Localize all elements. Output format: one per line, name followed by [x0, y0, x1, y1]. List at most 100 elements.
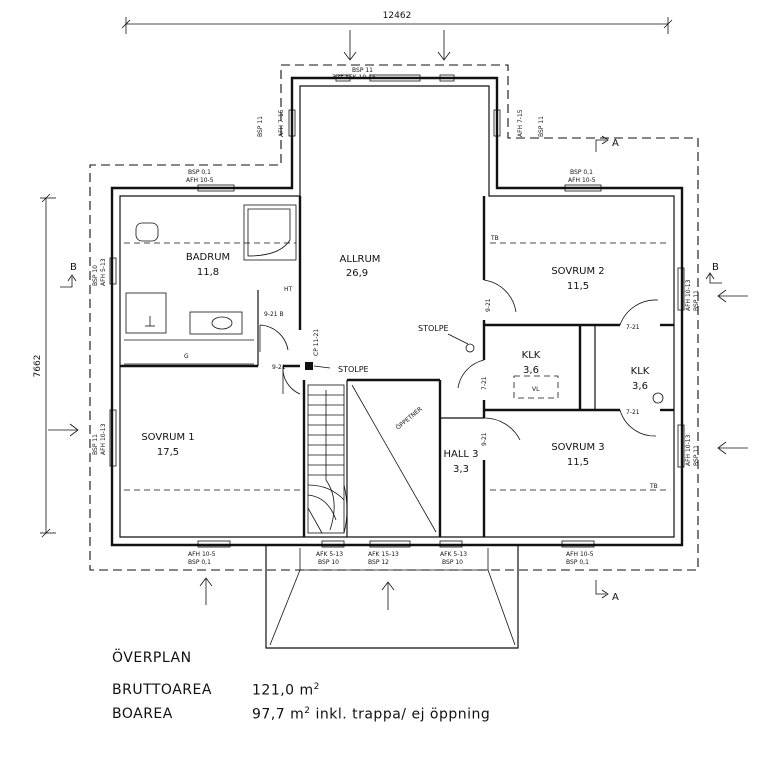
direction-arrows — [48, 30, 748, 610]
svg-text:AFH 10-5: AFH 10-5 — [186, 177, 214, 184]
klk-fixture — [513, 375, 664, 404]
svg-text:HT: HT — [284, 286, 293, 293]
annotations: BSP 11 3 st AFK 10-15 AFH 7-15 BSP 11 AF… — [92, 67, 700, 566]
roof-outline — [89, 64, 699, 571]
room-klk-1: KLK 3,6 — [522, 350, 541, 376]
svg-text:17,5: 17,5 — [157, 447, 179, 458]
svg-text:BSP 0,1: BSP 0,1 — [566, 559, 589, 566]
svg-text:11,8: 11,8 — [197, 267, 219, 278]
room-allrum: ALLRUM 26,9 — [340, 254, 381, 279]
living-area-value: 97,7 m2 inkl. trappa/ ej öppning — [252, 706, 491, 723]
svg-text:A: A — [612, 592, 619, 603]
bathroom-fixtures — [124, 204, 297, 365]
stolpe-column-1 — [305, 362, 313, 370]
windows — [109, 74, 685, 548]
svg-text:ÖPPETNER: ÖPPETNER — [395, 406, 424, 432]
svg-text:BSP 10: BSP 10 — [442, 559, 463, 566]
svg-text:BSP 11: BSP 11 — [693, 290, 700, 311]
svg-text:B: B — [712, 262, 719, 273]
svg-text:AFH 10-13: AFH 10-13 — [685, 434, 692, 466]
svg-text:7-21: 7-21 — [626, 324, 640, 331]
svg-text:3,6: 3,6 — [632, 381, 648, 392]
room-hall: HALL 3 3,3 — [443, 449, 478, 475]
svg-text:VL: VL — [532, 386, 540, 393]
width-label: 12462 — [383, 11, 412, 21]
svg-text:AFH 10-5: AFH 10-5 — [566, 551, 594, 558]
svg-text:AFK 5-13: AFK 5-13 — [440, 551, 467, 558]
svg-text:BSP 10: BSP 10 — [318, 559, 339, 566]
gross-area-row: BRUTTOAREA 121,0 m2 — [112, 682, 319, 699]
svg-text:AFH 10-5: AFH 10-5 — [568, 177, 596, 184]
gross-area-label: BRUTTOAREA — [112, 682, 212, 698]
svg-text:STOLPE: STOLPE — [338, 365, 369, 374]
svg-text:7-21: 7-21 — [481, 376, 488, 390]
svg-text:BSP 10: BSP 10 — [92, 265, 99, 286]
svg-text:HALL 3: HALL 3 — [443, 449, 478, 460]
svg-text:3,6: 3,6 — [523, 365, 539, 376]
fixture-circle-icon — [652, 392, 664, 404]
svg-text:9-21: 9-21 — [272, 364, 286, 371]
sink-icon — [211, 316, 233, 330]
svg-text:9-21 B: 9-21 B — [264, 311, 284, 318]
svg-text:9-21: 9-21 — [481, 432, 488, 446]
svg-text:BSP 11: BSP 11 — [257, 116, 264, 137]
room-sovrum-1: SOVRUM 1 17,5 — [141, 432, 194, 458]
outer-walls — [110, 76, 684, 547]
svg-text:B: B — [70, 262, 77, 273]
height-label: 7662 — [33, 355, 43, 378]
svg-text:CP 11-21: CP 11-21 — [313, 329, 320, 356]
interior-walls — [120, 196, 674, 537]
svg-text:KLK: KLK — [522, 350, 541, 361]
columns — [305, 343, 475, 370]
svg-text:BADRUM: BADRUM — [186, 252, 230, 263]
gross-area-value: 121,0 m2 — [252, 682, 320, 699]
svg-text:AFH 7-15: AFH 7-15 — [278, 109, 285, 137]
svg-text:BSP 0,1: BSP 0,1 — [188, 559, 211, 566]
svg-text:BSP 11: BSP 11 — [693, 445, 700, 466]
svg-text:9-21: 9-21 — [485, 298, 492, 312]
stairwell-opening — [351, 384, 437, 533]
svg-text:BSP 12: BSP 12 — [368, 559, 389, 566]
room-badrum: BADRUM 11,8 — [186, 252, 230, 278]
sink-counter — [189, 311, 243, 335]
doors — [259, 279, 659, 441]
svg-text:26,9: 26,9 — [346, 268, 368, 279]
section-marker-b-left: B — [60, 262, 77, 288]
svg-text:TB: TB — [649, 483, 658, 490]
dimension-height: 7662 — [33, 193, 56, 538]
svg-text:BSP 11: BSP 11 — [352, 67, 373, 74]
entrance-canopy — [265, 545, 519, 649]
staircase — [307, 384, 348, 534]
svg-text:BSP 11: BSP 11 — [538, 116, 545, 137]
room-klk-2: KLK 3,6 — [631, 366, 650, 392]
svg-text:BSP 0,1: BSP 0,1 — [188, 169, 211, 176]
svg-text:3 st AFK 10-15: 3 st AFK 10-15 — [332, 74, 376, 81]
section-marker-a-top: A — [595, 135, 619, 152]
svg-text:11,5: 11,5 — [567, 457, 589, 468]
svg-text:BSP 11: BSP 11 — [92, 434, 99, 455]
ceiling-lines — [124, 242, 670, 491]
svg-text:AFH 10-13: AFH 10-13 — [100, 423, 107, 455]
svg-text:7-21: 7-21 — [626, 409, 640, 416]
living-area-label: BOAREA — [112, 706, 173, 722]
svg-text:SOVRUM 3: SOVRUM 3 — [551, 442, 604, 453]
svg-text:STOLPE: STOLPE — [418, 324, 449, 333]
svg-text:AFH 10-13: AFH 10-13 — [685, 279, 692, 311]
section-marker-a-bottom: A — [595, 580, 619, 603]
svg-text:AFK 5-13: AFK 5-13 — [316, 551, 343, 558]
svg-text:SOVRUM 2: SOVRUM 2 — [551, 266, 604, 277]
svg-text:KLK: KLK — [631, 366, 650, 377]
living-area-row: BOAREA 97,7 m2 inkl. trappa/ ej öppning — [112, 706, 490, 723]
dimension-width: 12462 — [121, 11, 673, 34]
room-sovrum-3: SOVRUM 3 11,5 — [551, 442, 604, 468]
plan-title: ÖVERPLAN — [112, 650, 192, 666]
svg-text:AFH 5-13: AFH 5-13 — [100, 258, 107, 286]
toilet-icon — [135, 222, 159, 242]
svg-text:AFH 7-15: AFH 7-15 — [517, 109, 524, 137]
section-marker-b-right: B — [705, 262, 722, 284]
svg-text:AFK 15-13: AFK 15-13 — [368, 551, 399, 558]
room-sovrum-2: SOVRUM 2 11,5 — [551, 266, 604, 292]
svg-text:3,3: 3,3 — [453, 464, 469, 475]
svg-text:TB: TB — [490, 235, 499, 242]
